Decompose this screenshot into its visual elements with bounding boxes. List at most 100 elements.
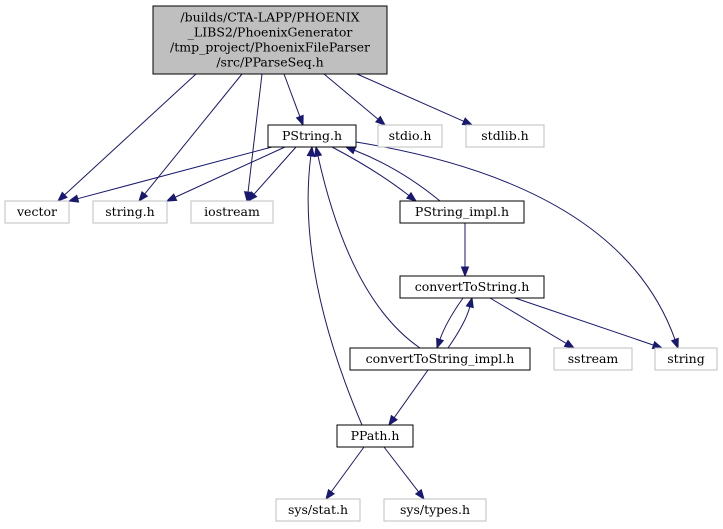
edge-pstring-to-iostream [247, 146, 297, 203]
node-label: vector [16, 204, 57, 219]
node-box [190, 200, 274, 224]
edge-line [323, 73, 379, 120]
arrowhead [374, 115, 387, 126]
edge-line [307, 155, 363, 426]
edge-line [330, 446, 365, 493]
node-iostream: iostream [190, 200, 274, 224]
node-label: sstream [568, 351, 619, 366]
arrowhead [563, 339, 576, 349]
arrowhead [388, 414, 398, 427]
edge-root-to-stdio [323, 73, 387, 126]
node-box [383, 498, 487, 522]
arrowhead [436, 337, 445, 350]
edge-pstring_impl-to-pstring [344, 146, 441, 202]
edge-line [393, 369, 429, 418]
arrowhead [306, 145, 315, 157]
node-sysstat: sys/stat.h [275, 498, 361, 522]
edge-pstring_impl-to-convert [460, 223, 470, 278]
node-label: string [667, 351, 704, 366]
node-label: /src/PParseSeq.h [216, 55, 323, 70]
edge-root-to-iostream [243, 73, 263, 203]
edge-root-to-pstring [283, 73, 304, 127]
edge-convert_impl-to-ppath [388, 369, 429, 427]
node-box [152, 5, 388, 75]
node-stdio: stdio.h [377, 124, 443, 148]
node-label: convertToString_impl.h [366, 351, 515, 366]
edge-line [489, 297, 567, 344]
edge-ppath-to-systypes [383, 446, 425, 501]
node-label: convertToString.h [415, 279, 530, 294]
node-box [465, 124, 545, 148]
node-box [399, 200, 525, 224]
node-label: /builds/CTA-LAPP/PHOENIX [180, 10, 359, 25]
arrowhead [651, 340, 664, 349]
node-ppath[interactable]: PPath.h [336, 424, 414, 448]
arrowhead [460, 266, 470, 278]
node-box [267, 124, 357, 148]
node-box [553, 347, 633, 371]
node-pstring_impl[interactable]: PString_impl.h [399, 200, 525, 224]
edge-root-to-stringh [138, 73, 243, 203]
node-string: string [654, 347, 718, 371]
node-box [275, 498, 361, 522]
arrowhead [138, 190, 149, 203]
arrowhead [67, 194, 80, 203]
node-label: _LIBS2/PhoenixGenerator [188, 25, 353, 40]
node-label: string.h [105, 204, 155, 219]
node-box [349, 347, 531, 371]
node-stringh: string.h [92, 200, 168, 224]
arrowhead [165, 193, 178, 202]
edge-line [77, 146, 273, 200]
edge-ppath-to-sysstat [325, 446, 365, 501]
edge-line [331, 146, 410, 196]
arrowhead [461, 117, 474, 126]
edges-layer [56, 73, 679, 501]
edge-line [253, 146, 297, 195]
node-label: PString_impl.h [415, 204, 509, 219]
edge-pstring-to-stringh [165, 146, 286, 202]
edge-root-to-stdlib [356, 73, 474, 126]
arrowhead [670, 337, 679, 350]
node-label: sys/stat.h [288, 502, 348, 517]
node-pstring[interactable]: PString.h [267, 124, 357, 148]
arrowhead [465, 296, 474, 309]
edge-line [447, 306, 471, 349]
arrowhead [325, 488, 336, 501]
node-label: PPath.h [351, 428, 400, 443]
arrowhead [313, 145, 323, 158]
edge-line [356, 73, 464, 122]
node-box [92, 200, 168, 224]
edge-line [355, 141, 676, 340]
node-convert[interactable]: convertToString.h [399, 275, 545, 299]
node-convert_impl[interactable]: convertToString_impl.h [349, 347, 531, 371]
edge-root-to-vector [56, 73, 197, 202]
arrowhead [56, 191, 68, 202]
edge-line [439, 297, 464, 340]
edge-line [514, 297, 654, 346]
arrowhead [405, 191, 418, 202]
node-systypes: sys/types.h [383, 498, 487, 522]
edge-pstring-to-pstring_impl [331, 146, 418, 202]
edge-convert_impl-to-convert [447, 296, 474, 349]
edge-line [354, 149, 441, 202]
edge-line [144, 73, 243, 195]
node-sstream: sstream [553, 347, 633, 371]
node-label: PString.h [282, 128, 342, 143]
node-label: iostream [204, 204, 260, 219]
arrowhead [414, 488, 425, 501]
edge-pstring-to-string [355, 141, 679, 350]
edge-line [64, 73, 197, 196]
edge-line [247, 73, 263, 193]
node-label: stdio.h [389, 128, 432, 143]
node-box [654, 347, 718, 371]
edge-line [317, 155, 421, 349]
edge-convert-to-string [514, 297, 664, 349]
edge-ppath-to-pstring [306, 145, 363, 426]
node-box [4, 200, 70, 224]
node-label: sys/types.h [400, 502, 470, 517]
node-box [336, 424, 414, 448]
nodes-layer: /builds/CTA-LAPP/PHOENIX_LIBS2/PhoenixGe… [4, 5, 718, 522]
edge-pstring-to-vector [67, 146, 273, 203]
node-root[interactable]: /builds/CTA-LAPP/PHOENIX_LIBS2/PhoenixGe… [152, 5, 388, 75]
